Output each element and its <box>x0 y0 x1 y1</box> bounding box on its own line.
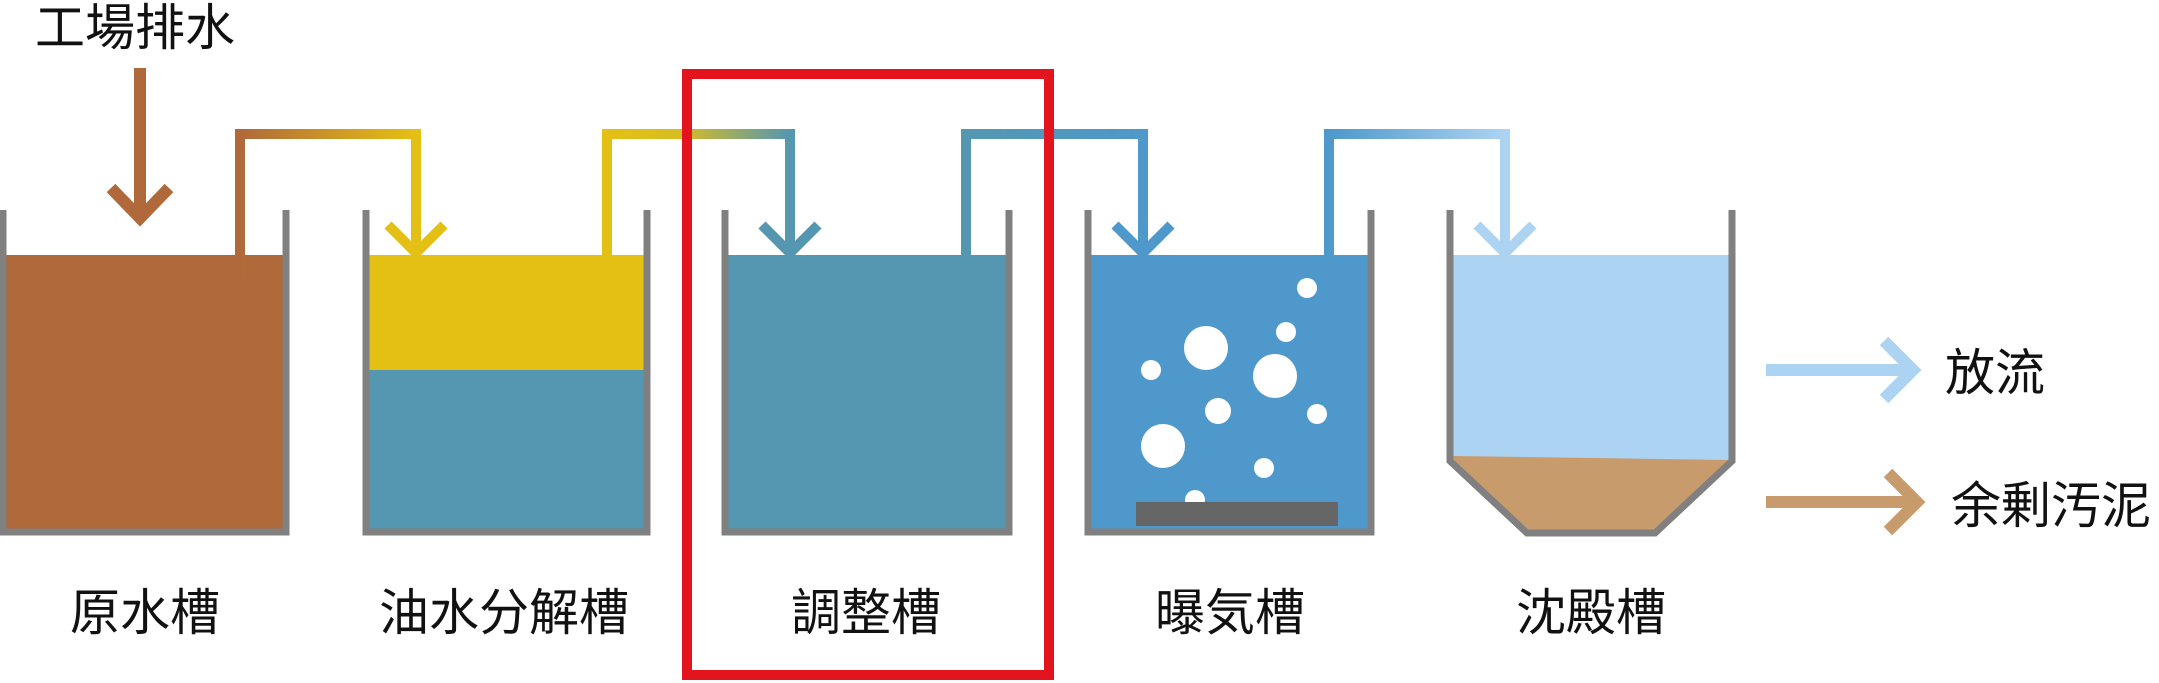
bubble <box>1184 326 1228 370</box>
pipe-oil-to-adjustment <box>602 129 822 261</box>
air-diffuser <box>1136 502 1338 526</box>
tank-raw-water-wall <box>0 210 290 536</box>
pipe-adjustment-to-aeration <box>961 129 1175 283</box>
tank-raw-water-liquid <box>6 255 283 530</box>
bubble <box>1141 424 1185 468</box>
input-label: 工場排水 <box>35 0 235 57</box>
bubble <box>1254 458 1274 478</box>
highlight-box <box>682 69 1054 680</box>
tank-label-raw-water: 原水槽 <box>70 584 220 642</box>
tank-adjustment-wall <box>721 210 1013 536</box>
tank-sedimentation <box>1446 210 1736 537</box>
bubble <box>1141 360 1161 380</box>
tank-raw-water <box>0 210 290 536</box>
bubble <box>1205 398 1231 424</box>
tank-label-adjustment: 調整槽 <box>791 584 941 642</box>
tank-aeration-liquid <box>1091 255 1368 530</box>
bubble <box>1307 404 1327 424</box>
output-label-excess-sludge: 余剰汚泥 <box>1951 477 2151 535</box>
bubble <box>1276 322 1296 342</box>
sludge-layer <box>1453 456 1729 530</box>
tank-adjustment-liquid <box>728 255 1006 530</box>
bubble <box>1297 278 1317 298</box>
tank-label-oil-water-separation: 油水分解槽 <box>379 584 629 642</box>
tank-label-aeration: 曝気槽 <box>1155 584 1305 642</box>
input-arrow <box>106 68 174 227</box>
air-bubbles <box>1141 278 1327 510</box>
tank-adjustment <box>721 210 1013 536</box>
pipe-raw-to-oil <box>235 129 448 283</box>
tank-label-sedimentation: 沈殿槽 <box>1516 584 1666 642</box>
discharge-arrow <box>1766 336 1922 404</box>
tank-aeration-wall <box>1084 210 1375 536</box>
tank-oil-layer <box>369 255 644 370</box>
tank-oil-water-wall <box>362 210 651 536</box>
pipe-aeration-to-sedimentation <box>1324 129 1537 261</box>
tank-aeration <box>1084 210 1375 536</box>
bubble <box>1253 354 1297 398</box>
excess-sludge-arrow <box>1766 468 1926 536</box>
output-label-discharge: 放流 <box>1945 344 2045 402</box>
tank-oil-water-liquid <box>369 370 644 530</box>
tank-oil-water-separation <box>362 210 651 536</box>
tank-sedimentation-wall <box>1446 210 1736 537</box>
